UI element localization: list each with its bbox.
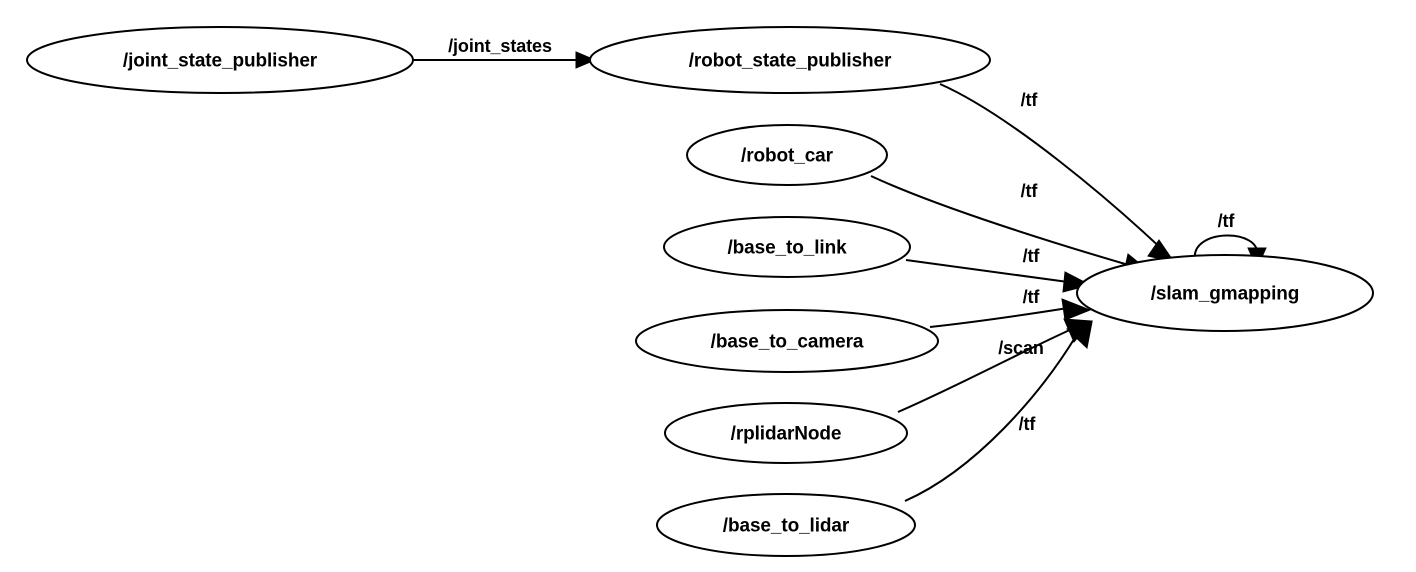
node-label: /robot_car bbox=[741, 146, 834, 167]
node-ellipse[interactable] bbox=[589, 26, 991, 94]
node-label: /base_to_link bbox=[727, 238, 847, 259]
node-base_to_link[interactable]: /base_to_link bbox=[663, 216, 911, 278]
edge-labels-layer: /joint_states/tf/tf/tf/tf/scan/tf/tf bbox=[448, 36, 1235, 434]
edge-line bbox=[939, 83, 1167, 254]
node-slam_gmapping[interactable]: /slam_gmapping bbox=[1076, 254, 1374, 332]
node-ellipse[interactable] bbox=[686, 124, 888, 186]
node-ellipse[interactable] bbox=[656, 493, 916, 557]
edge-line bbox=[904, 335, 1077, 502]
edge-line bbox=[897, 328, 1073, 413]
edge-line bbox=[905, 259, 1069, 283]
arrowhead-icon bbox=[1061, 298, 1092, 321]
node-base_to_camera[interactable]: /base_to_camera bbox=[635, 309, 939, 373]
node-label: /robot_state_publisher bbox=[689, 51, 892, 72]
edge-base_to_camera-to-slam_gmapping bbox=[929, 298, 1092, 328]
edge-line bbox=[929, 307, 1069, 328]
node-label: /slam_gmapping bbox=[1151, 284, 1300, 305]
nodes-layer: /joint_state_publisher/robot_state_publi… bbox=[26, 26, 1374, 557]
arrowhead-icon bbox=[1062, 271, 1092, 293]
node-ellipse[interactable] bbox=[26, 26, 414, 94]
arrowhead-icon bbox=[575, 51, 597, 69]
edge-label: /tf bbox=[1023, 287, 1041, 307]
node-label: /base_to_lidar bbox=[723, 516, 850, 537]
edge-label: /tf bbox=[1218, 211, 1236, 231]
node-base_to_lidar[interactable]: /base_to_lidar bbox=[656, 493, 916, 557]
node-rplidarNode[interactable]: /rplidarNode bbox=[664, 402, 908, 464]
edge-label: /scan bbox=[998, 338, 1044, 358]
edge-base_to_link-to-slam_gmapping bbox=[905, 259, 1092, 293]
node-label: /base_to_camera bbox=[711, 332, 864, 353]
node-ellipse[interactable] bbox=[635, 309, 939, 373]
node-joint_state_publisher[interactable]: /joint_state_publisher bbox=[26, 26, 414, 94]
node-robot_car[interactable]: /robot_car bbox=[686, 124, 888, 186]
edge-label: /tf bbox=[1019, 414, 1037, 434]
edge-base_to_lidar-to-slam_gmapping bbox=[904, 321, 1093, 502]
arrowhead-icon bbox=[1066, 321, 1093, 349]
edge-line bbox=[870, 175, 1133, 267]
edge-label: /joint_states bbox=[448, 36, 552, 56]
node-ellipse[interactable] bbox=[664, 402, 908, 464]
node-label: /rplidarNode bbox=[731, 424, 842, 445]
node-ellipse[interactable] bbox=[663, 216, 911, 278]
node-ellipse[interactable] bbox=[1076, 254, 1374, 332]
node-label: /joint_state_publisher bbox=[123, 51, 318, 72]
edge-joint_state_publisher-to-robot_state_publisher bbox=[413, 51, 597, 69]
edge-label: /tf bbox=[1021, 90, 1039, 110]
edge-robot_state_publisher-to-slam_gmapping bbox=[939, 83, 1176, 263]
edge-label: /tf bbox=[1023, 246, 1041, 266]
node-robot_state_publisher[interactable]: /robot_state_publisher bbox=[589, 26, 991, 94]
edge-label: /tf bbox=[1021, 181, 1039, 201]
